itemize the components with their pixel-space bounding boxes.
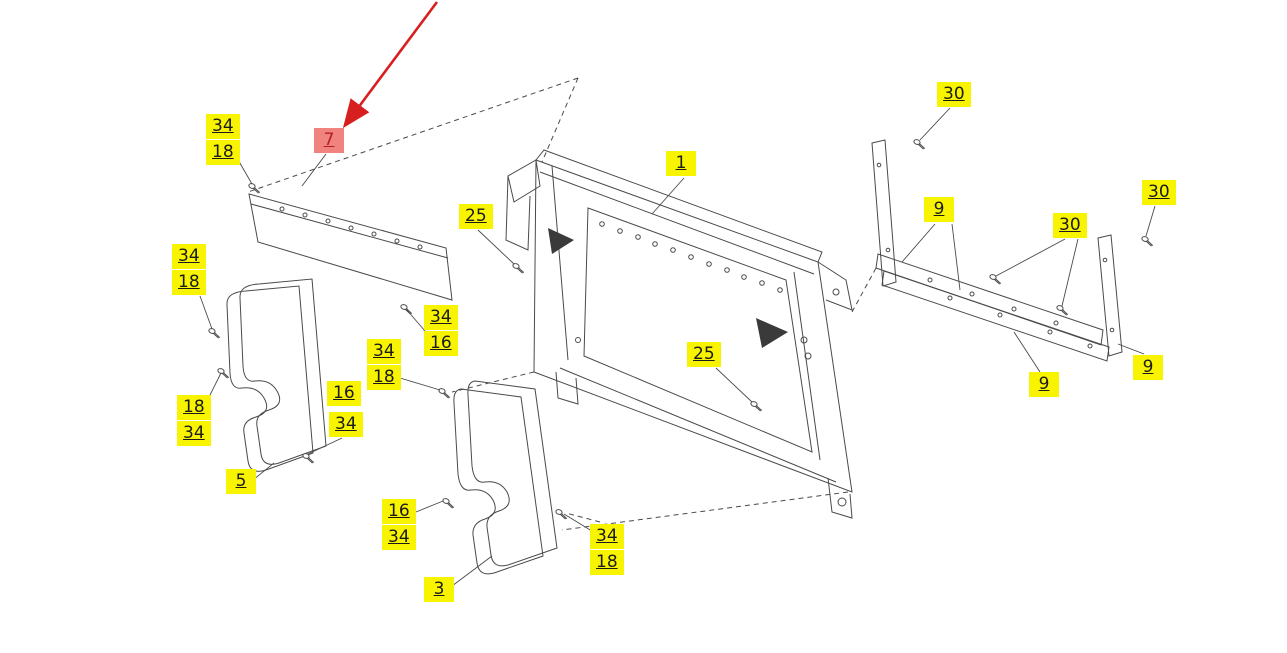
part-callout-34[interactable]: 34 (382, 525, 416, 550)
part-callout-18[interactable]: 18 (172, 270, 206, 295)
part-callout-30[interactable]: 30 (1142, 180, 1176, 205)
part-callout-16[interactable]: 16 (424, 331, 458, 356)
part-1-frame (505, 149, 853, 519)
part-callout-1[interactable]: 1 (666, 151, 696, 176)
part-callout-34[interactable]: 34 (206, 114, 240, 139)
part-callout-34[interactable]: 34 (590, 524, 624, 549)
part-callout-34[interactable]: 34 (172, 244, 206, 269)
part-7-panel (248, 193, 453, 301)
part-callout-18[interactable]: 18 (206, 140, 240, 165)
part-callout-34[interactable]: 34 (177, 421, 211, 446)
part-callout-18[interactable]: 18 (177, 395, 211, 420)
part-callout-9[interactable]: 9 (1029, 372, 1059, 397)
part-5-shield (226, 278, 327, 472)
part-callout-30[interactable]: 30 (937, 82, 971, 107)
part-callout-5[interactable]: 5 (226, 469, 256, 494)
part-callout-18[interactable]: 18 (590, 550, 624, 575)
part-9-strips (871, 139, 1123, 362)
annotation-arrow (342, 1, 439, 129)
frame-hole-row (599, 221, 783, 293)
part-callout-30[interactable]: 30 (1053, 213, 1087, 238)
part-callout-16[interactable]: 16 (382, 499, 416, 524)
part-callout-9[interactable]: 9 (924, 197, 954, 222)
part-callout-34[interactable]: 34 (424, 305, 458, 330)
part-callout-18[interactable]: 18 (367, 365, 401, 390)
part-callout-9[interactable]: 9 (1133, 355, 1163, 380)
projection-lines (247, 77, 877, 531)
part-callout-16[interactable]: 16 (327, 381, 361, 406)
part-callout-25[interactable]: 25 (459, 204, 493, 229)
part-callout-34[interactable]: 34 (367, 339, 401, 364)
part-callout-3[interactable]: 3 (424, 577, 454, 602)
part-callout-34[interactable]: 34 (329, 412, 363, 437)
part-callout-25[interactable]: 25 (687, 342, 721, 367)
part-callout-7-highlighted[interactable]: 7 (314, 128, 344, 153)
